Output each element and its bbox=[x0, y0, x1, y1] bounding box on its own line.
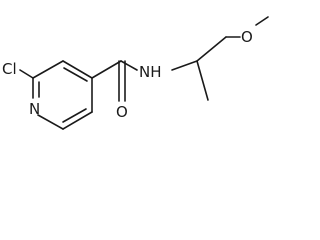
amide-group bbox=[91, 60, 138, 102]
bond-o-ch3 bbox=[255, 16, 269, 26]
bond-c3-c4-inner bbox=[63, 67, 88, 82]
chlorine-label: Cl bbox=[2, 60, 17, 78]
bond-c3-c4 bbox=[62, 60, 93, 79]
ether-oxygen-label: O bbox=[241, 28, 253, 46]
carbonyl-oxygen-label: O bbox=[116, 103, 128, 121]
bond-ch-methyl bbox=[196, 60, 209, 101]
bond-c5-c6 bbox=[62, 111, 93, 130]
bond-c2-cl bbox=[19, 69, 34, 79]
pyridine-ring bbox=[32, 60, 93, 130]
bond-c5-c6-inner bbox=[62, 108, 87, 123]
amide-nh-label: NH bbox=[139, 63, 162, 81]
methoxypropyl-chain bbox=[171, 16, 269, 101]
bond-c6-n1 bbox=[37, 114, 64, 130]
bond-c4-carbonyl bbox=[91, 60, 122, 79]
bond-ch-ch2 bbox=[196, 36, 227, 62]
bond-c2-c3 bbox=[32, 60, 64, 79]
ring-nitrogen-label: N bbox=[29, 100, 40, 118]
structural-formula: Cl N NH O O bbox=[2, 16, 269, 130]
bond-n-ch bbox=[171, 60, 198, 71]
bond-carbonyl-n bbox=[120, 60, 138, 71]
